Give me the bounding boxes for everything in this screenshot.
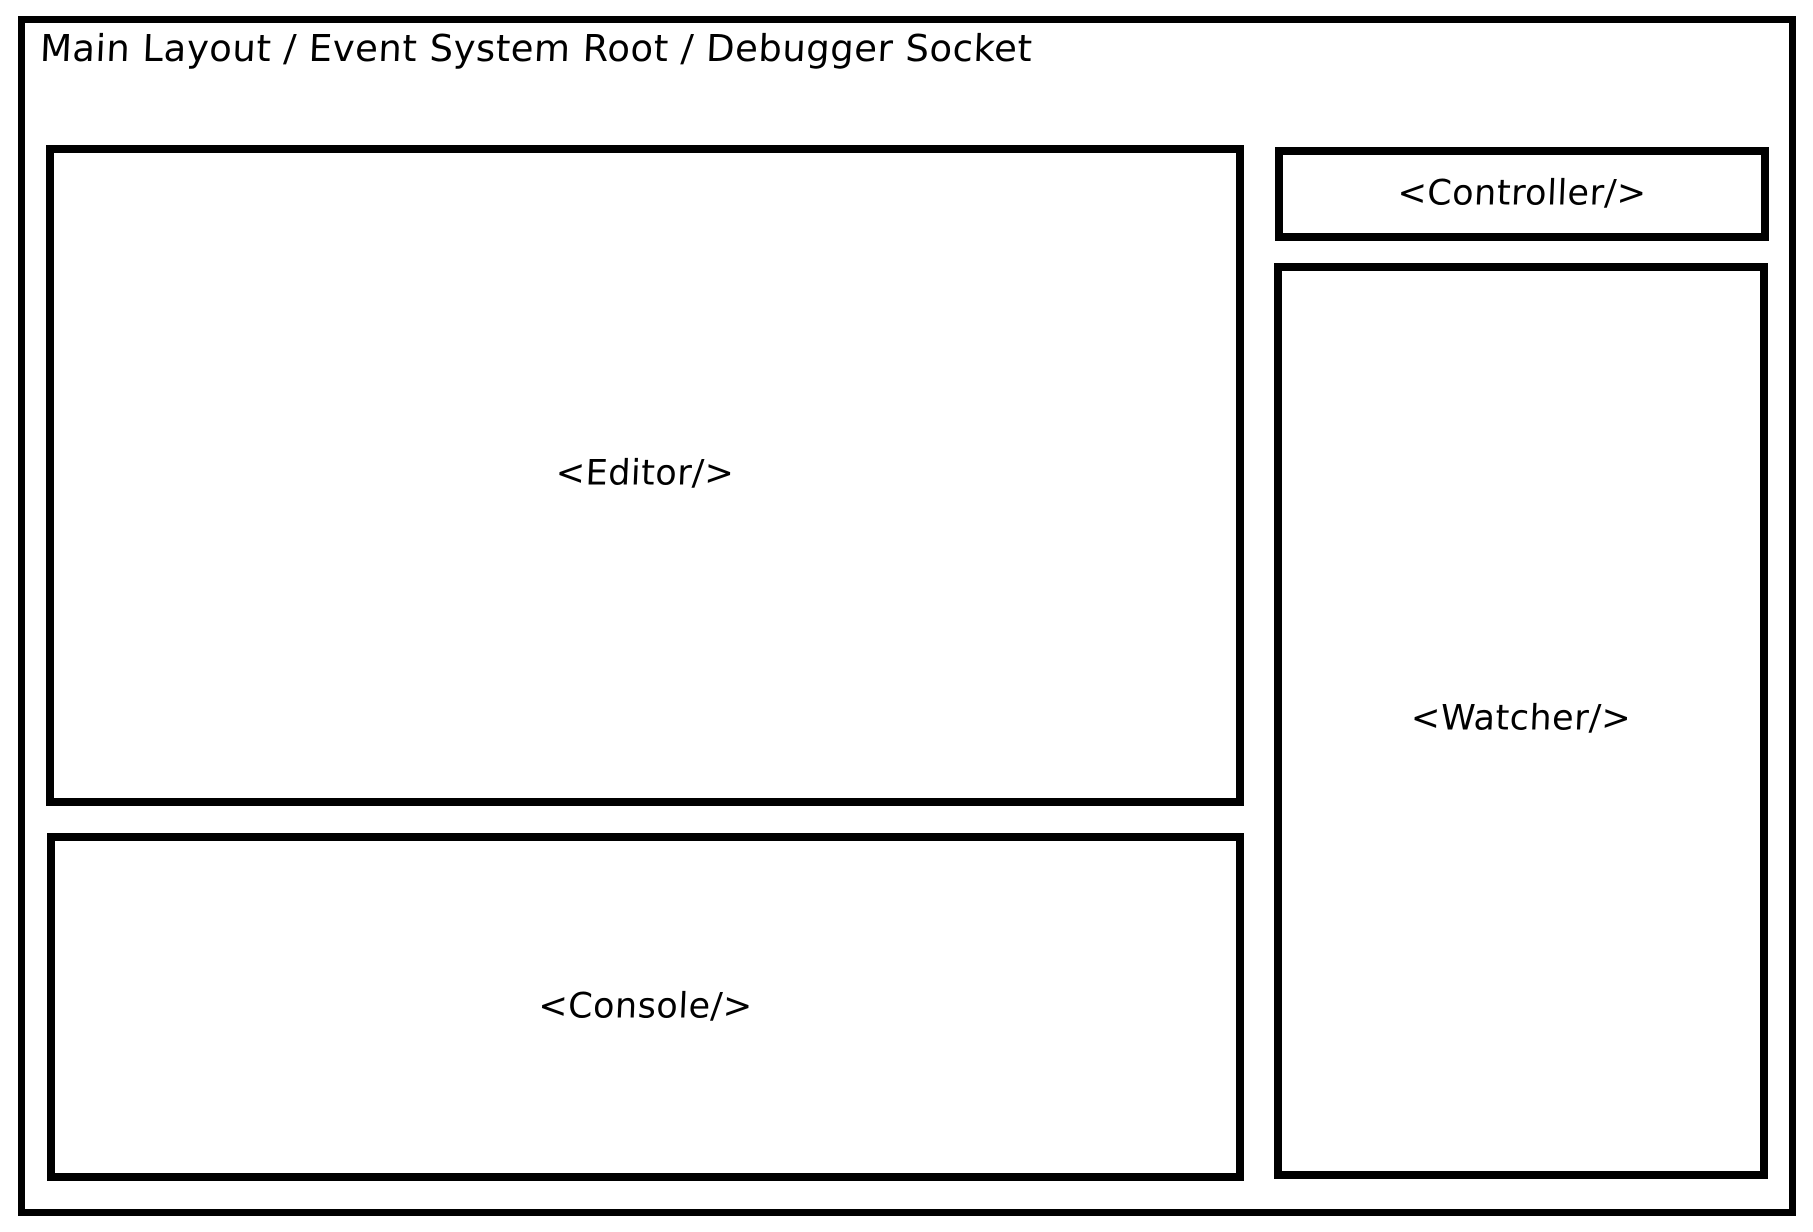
editor-panel[interactable]: <Editor/> [46, 145, 1244, 806]
console-panel-label: <Console/> [537, 986, 754, 1027]
watcher-panel-label: <Watcher/> [1409, 698, 1633, 739]
controller-panel-label: <Controller/> [1396, 173, 1648, 214]
frame-title: Main Layout / Event System Root / Debugg… [39, 27, 1034, 70]
watcher-panel[interactable]: <Watcher/> [1274, 263, 1768, 1179]
controller-panel[interactable]: <Controller/> [1275, 147, 1769, 241]
console-panel[interactable]: <Console/> [47, 833, 1244, 1181]
editor-panel-label: <Editor/> [554, 453, 736, 493]
